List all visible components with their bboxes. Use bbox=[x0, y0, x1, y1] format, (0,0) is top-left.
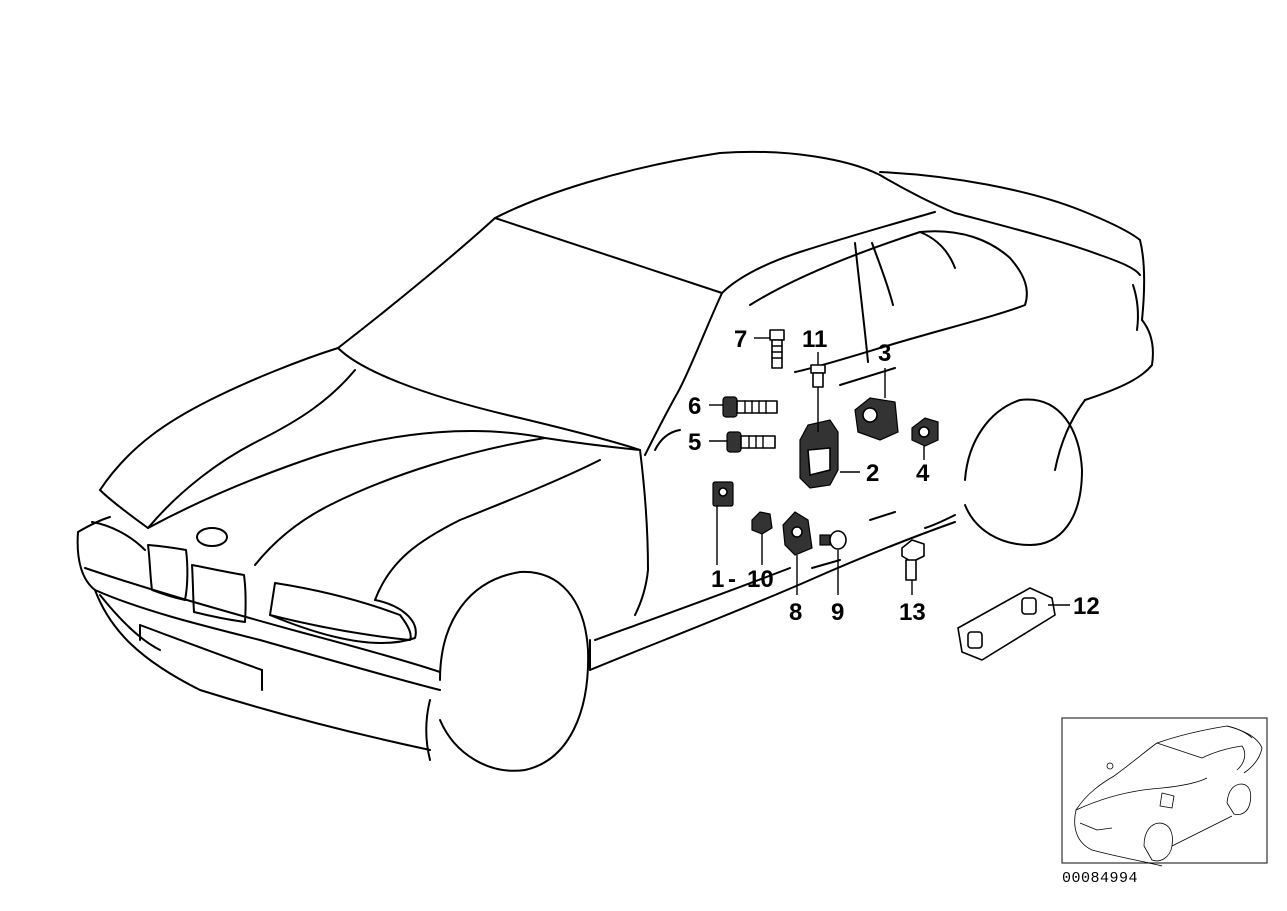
car-body bbox=[76, 150, 1154, 772]
callout-3: 3 bbox=[878, 340, 891, 367]
part-4-washer-icon bbox=[911, 417, 939, 447]
callout-11: 11 bbox=[802, 326, 827, 353]
leader-lines bbox=[709, 337, 1070, 606]
callout-5: 5 bbox=[688, 429, 701, 456]
part-10-nut-icon bbox=[751, 511, 773, 535]
reference-number: 00084994 bbox=[1062, 870, 1139, 887]
callout-12: 12 bbox=[1073, 593, 1100, 620]
callout-2: 2 bbox=[866, 460, 879, 487]
callout-8: 8 bbox=[789, 599, 802, 626]
part-13-bolt-icon bbox=[901, 539, 925, 581]
part-9-plug-icon bbox=[819, 530, 847, 550]
callout-9: 9 bbox=[831, 599, 844, 626]
part-11-screw-icon bbox=[810, 364, 826, 388]
part-8-mount-icon bbox=[782, 511, 813, 556]
part-2-bracket-icon bbox=[799, 419, 839, 489]
callout-7: 7 bbox=[734, 326, 747, 353]
parts bbox=[712, 329, 1056, 661]
part-1-clip-icon bbox=[712, 481, 734, 507]
callout-1: 1 bbox=[711, 566, 724, 593]
callout-10: 10 bbox=[747, 566, 774, 593]
part-12-pad-icon bbox=[957, 587, 1056, 661]
callout-4: 4 bbox=[916, 460, 930, 487]
part-6-bolt-icon bbox=[722, 396, 778, 418]
callouts: 7 11 3 6 5 2 4 1 - 10 8 9 13 12 bbox=[688, 326, 1100, 626]
part-5-bolt-icon bbox=[726, 431, 776, 453]
inset-thumbnail bbox=[1061, 717, 1268, 867]
part-7-bolt-icon bbox=[769, 329, 785, 369]
callout-6: 6 bbox=[688, 393, 701, 420]
callout-13: 13 bbox=[899, 599, 926, 626]
callout-separator: - bbox=[728, 566, 736, 593]
part-3-hinge-icon bbox=[854, 397, 899, 441]
